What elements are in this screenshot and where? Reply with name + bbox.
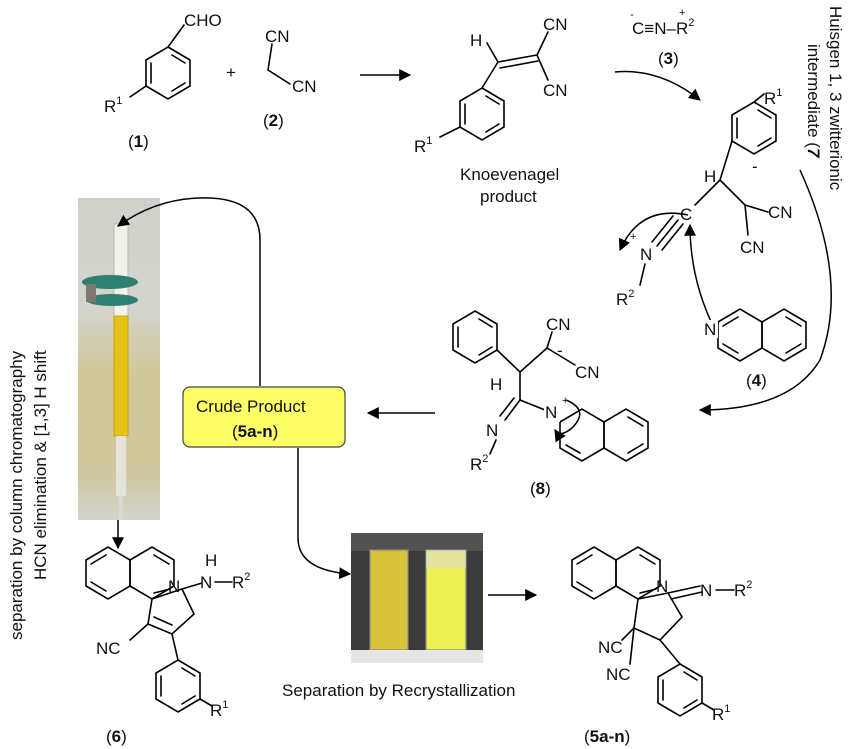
r1-label: R1 <box>210 699 228 720</box>
cn-label: CN <box>543 81 568 100</box>
intermediate-8: H - CN CN N R2 N + N (8) <box>452 310 649 498</box>
huisgen-label-line2: intermediate (7 <box>804 44 823 159</box>
r1-label: R1 <box>414 135 432 156</box>
column-label-line1: separation by column chromatography <box>7 350 26 640</box>
curved-arrow <box>698 169 832 416</box>
compound-6-label: (6) <box>106 727 127 746</box>
r1-label: R1 <box>764 87 782 108</box>
n-label: N <box>640 245 652 264</box>
r2-label: R2 <box>470 453 488 474</box>
h-label: H <box>470 31 482 50</box>
minus-charge: - <box>557 341 563 360</box>
huisgen-intermediate-7: R1 H - CN CN C + N R2 <box>616 87 793 331</box>
product-6: N N H R2 NC R1 (6) <box>85 546 250 746</box>
h-label: H <box>205 551 217 570</box>
nh-label: N <box>200 573 212 592</box>
plus-sign: + <box>226 63 236 82</box>
compound-5a-n-label: (5a-n) <box>584 727 630 746</box>
n-label: N <box>700 581 712 600</box>
knoevenagel-product: H CN CN R1 Knoevenagel product <box>414 15 568 206</box>
cn-label: CN <box>768 203 793 222</box>
r2-label: R2 <box>734 579 752 600</box>
recrystallization-label: Separation by Recrystallization <box>282 681 515 700</box>
crude-product-compound: (5a-n) <box>232 422 278 441</box>
curved-arrow <box>614 70 701 101</box>
crude-product-box: Crude Product (5a-n) <box>182 386 346 448</box>
cho-label: CHO <box>184 11 222 30</box>
cn-label: CN <box>292 77 317 96</box>
compound-2-label: (2) <box>263 111 284 130</box>
isocyanide-label: C≡N–R2 <box>632 17 694 38</box>
cn-label: CN <box>575 363 600 382</box>
nc-label: NC <box>96 639 121 658</box>
r2-label: R2 <box>616 288 634 309</box>
n-label: N <box>486 421 498 440</box>
compound-8-label: (8) <box>530 479 551 498</box>
cn-label: CN <box>265 27 290 46</box>
recrystallization-photo <box>351 533 483 663</box>
compound-3-label: (3) <box>658 49 679 68</box>
cn-label: CN <box>543 15 568 34</box>
compound-2-malononitrile: CN CN (2) <box>263 27 317 130</box>
plus-charge: + <box>562 395 568 407</box>
r1-label: R1 <box>712 703 730 724</box>
column-chromatography-photo <box>78 198 160 520</box>
electron-arrow <box>618 212 689 252</box>
nc-label: NC <box>598 638 623 657</box>
electron-arrow <box>554 399 581 443</box>
curved-arrow <box>297 448 352 580</box>
compound-4-label: (4) <box>746 371 767 390</box>
crude-product-label: Crude Product <box>196 397 306 416</box>
product-5a-n: N N R2 NC NC R1 (5a-n) <box>571 546 752 746</box>
plus-charge: + <box>679 7 685 19</box>
compound-1-label: (1) <box>128 132 149 151</box>
minus-charge: - <box>752 157 758 176</box>
n-label: N <box>656 577 668 596</box>
n-label: N <box>704 320 716 339</box>
knoevenagel-label-line1: Knoevenagel <box>460 165 559 184</box>
compound-1-benzaldehyde: CHO R1 (1) <box>104 11 222 151</box>
minus-charge: - <box>630 9 634 21</box>
electron-arrow <box>684 223 716 331</box>
h-label: H <box>490 375 502 394</box>
compound-4-isoquinoline: N (4) <box>702 308 807 390</box>
nc-label: NC <box>606 665 631 684</box>
column-label-line2: HCN elimination & [1,3] H shift <box>31 350 50 580</box>
r1-label: R1 <box>104 95 122 116</box>
compound-3-isocyanide: - + C≡N–R2 (3) <box>630 7 694 68</box>
plus-charge: + <box>630 231 636 243</box>
huisgen-label-line1: Huisgen 1, 3 zwitterionic <box>826 6 845 191</box>
curved-arrow <box>117 197 261 386</box>
r2-label: R2 <box>232 571 250 592</box>
n-label: N <box>545 403 557 422</box>
cn-label: CN <box>740 238 765 257</box>
cn-label: CN <box>546 315 571 334</box>
knoevenagel-label-line2: product <box>480 187 537 206</box>
h-label: H <box>704 167 716 186</box>
